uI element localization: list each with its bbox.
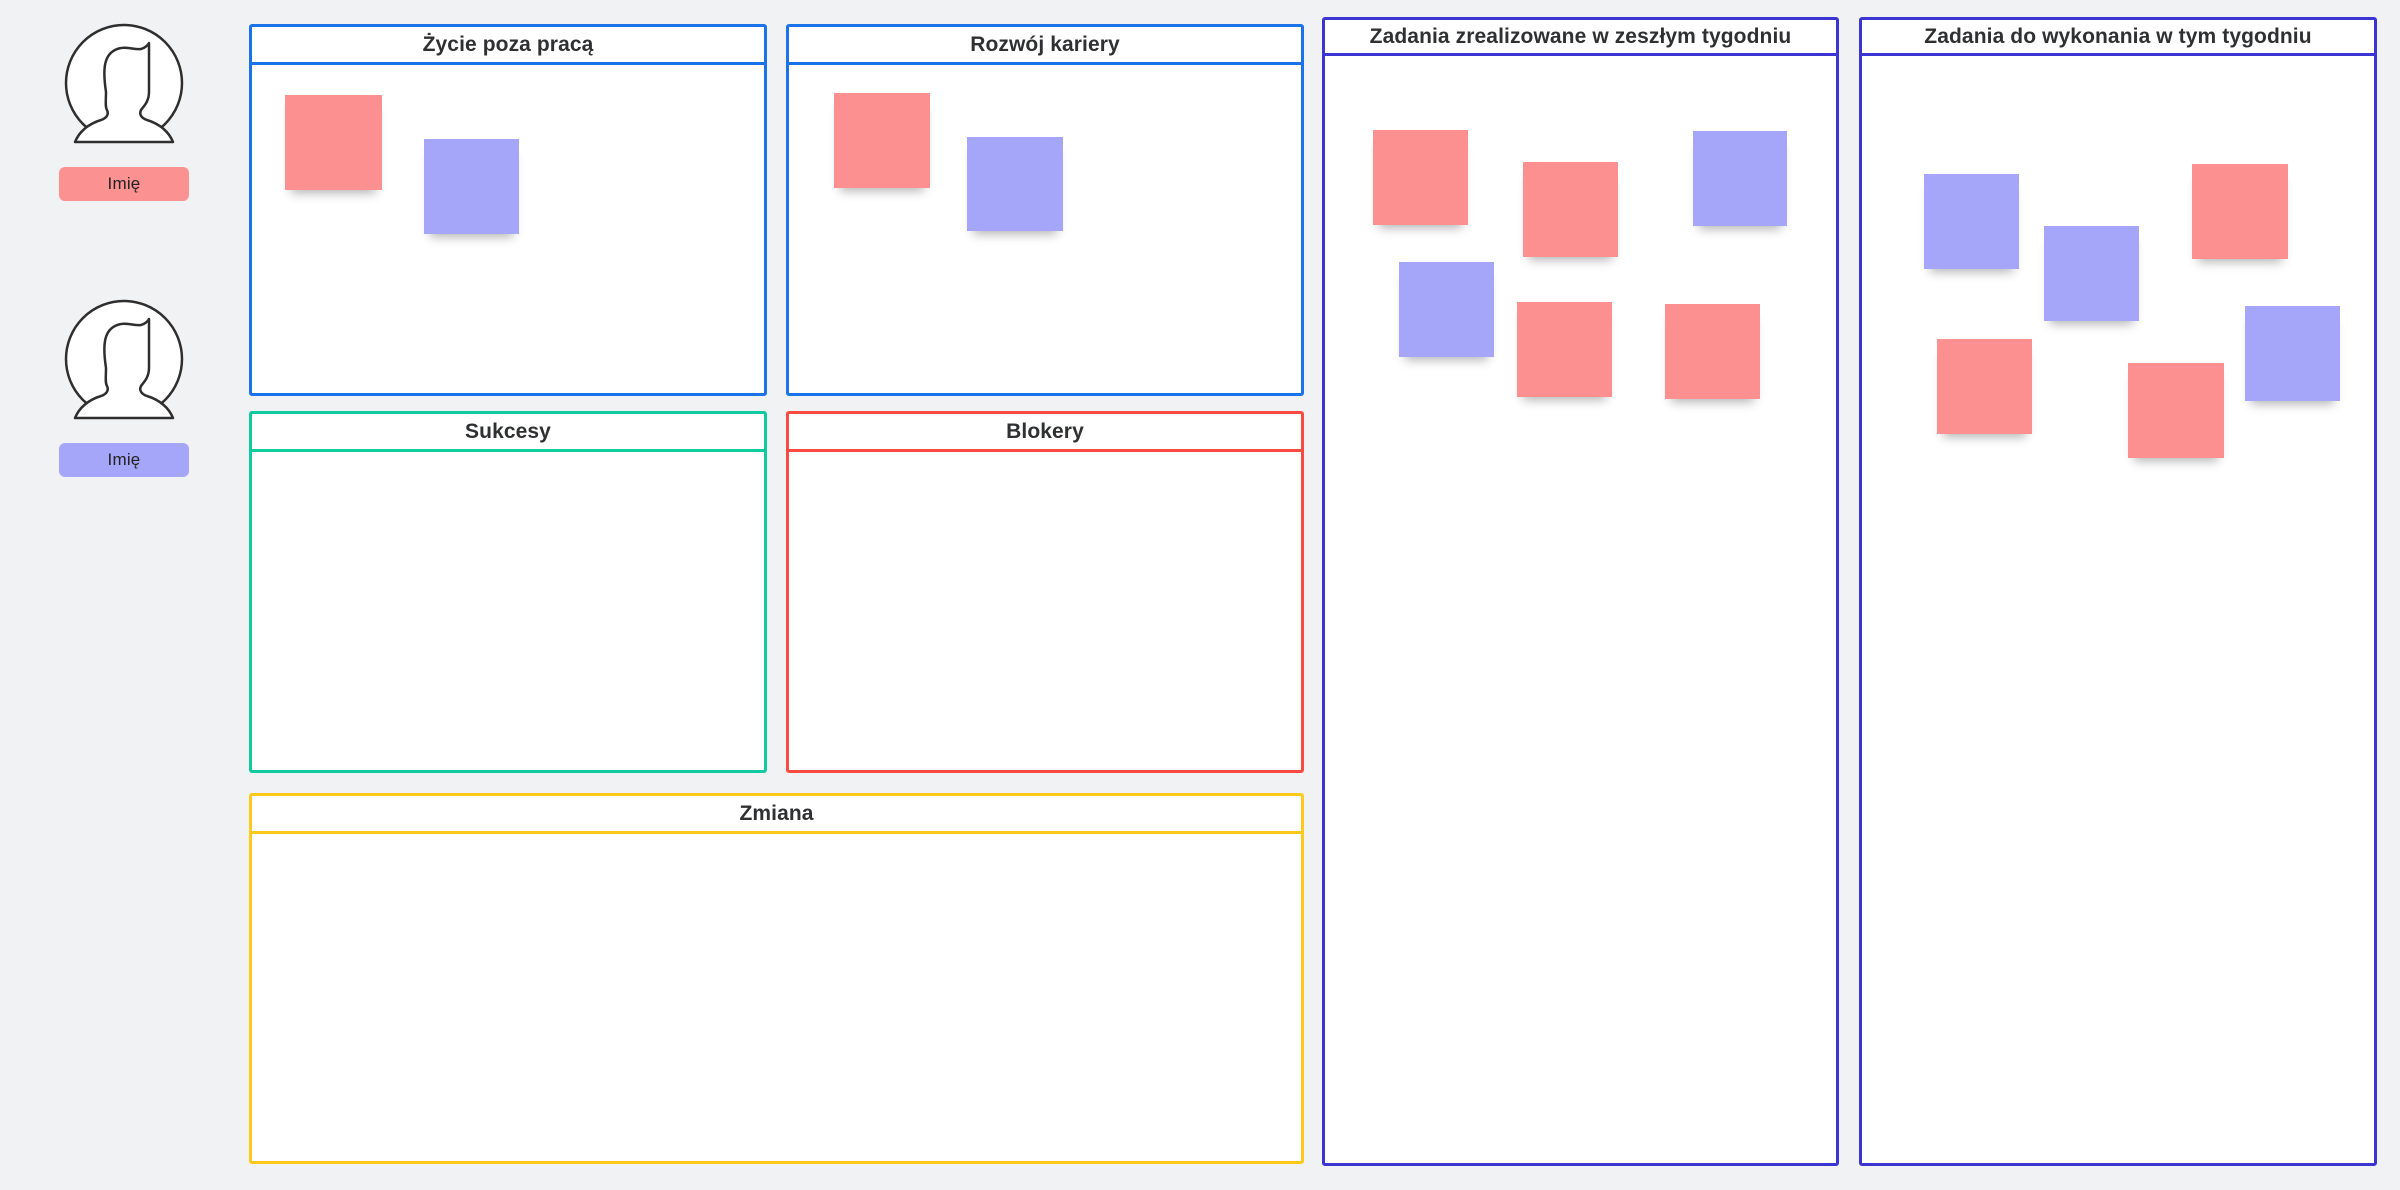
panel-zadania-zrealizowane[interactable]: Zadania zrealizowane w zeszłym tygodniu bbox=[1322, 17, 1839, 1166]
participant-0[interactable]: Imię bbox=[0, 22, 248, 201]
sticky-note[interactable] bbox=[1517, 302, 1612, 397]
sticky-note[interactable] bbox=[1523, 162, 1618, 257]
panel-title: Sukcesy bbox=[465, 419, 551, 443]
panel-title: Rozwój kariery bbox=[970, 32, 1120, 56]
panel-header: Zadania zrealizowane w zeszłym tygodniu bbox=[1325, 20, 1836, 56]
participant-name-label: Imię bbox=[107, 174, 141, 193]
panel-header: Rozwój kariery bbox=[789, 27, 1301, 65]
sticky-note[interactable] bbox=[1399, 262, 1494, 357]
panel-body[interactable] bbox=[789, 452, 1301, 767]
panel-title: Zmiana bbox=[739, 801, 814, 825]
participants-rail: Imię Imię bbox=[0, 0, 248, 1190]
panel-rozwoj-kariery[interactable]: Rozwój kariery bbox=[786, 24, 1304, 396]
participant-name-label: Imię bbox=[107, 450, 141, 469]
participant-name-chip[interactable]: Imię bbox=[59, 443, 189, 477]
sticky-note[interactable] bbox=[285, 95, 382, 190]
panel-title: Życie poza pracą bbox=[422, 32, 594, 56]
sticky-note[interactable] bbox=[1693, 131, 1787, 226]
panel-blokery[interactable]: Blokery bbox=[786, 411, 1304, 773]
panel-header: Życie poza pracą bbox=[252, 27, 764, 65]
sticky-note[interactable] bbox=[2044, 226, 2139, 321]
panel-header: Zadania do wykonania w tym tygodniu bbox=[1862, 20, 2374, 56]
panel-title: Zadania do wykonania w tym tygodniu bbox=[1924, 24, 2312, 48]
sticky-note[interactable] bbox=[2245, 306, 2340, 401]
panel-body[interactable] bbox=[252, 452, 764, 767]
user-avatar-icon bbox=[63, 22, 185, 144]
panel-header: Zmiana bbox=[252, 796, 1301, 834]
participant-1[interactable]: Imię bbox=[0, 298, 248, 477]
panel-header: Blokery bbox=[789, 414, 1301, 452]
panel-title: Blokery bbox=[1006, 419, 1084, 443]
participant-name-chip[interactable]: Imię bbox=[59, 167, 189, 201]
panel-body[interactable] bbox=[789, 65, 1301, 390]
sticky-note[interactable] bbox=[1937, 339, 2032, 434]
panel-zmiana[interactable]: Zmiana bbox=[249, 793, 1304, 1164]
sticky-note[interactable] bbox=[1373, 130, 1468, 225]
sticky-note[interactable] bbox=[2192, 164, 2288, 259]
panel-sukcesy[interactable]: Sukcesy bbox=[249, 411, 767, 773]
user-avatar-icon bbox=[63, 298, 185, 420]
panel-zycie-poza-praca[interactable]: Życie poza pracą bbox=[249, 24, 767, 396]
panel-body[interactable] bbox=[252, 65, 764, 390]
sticky-note[interactable] bbox=[424, 139, 519, 234]
panel-title: Zadania zrealizowane w zeszłym tygodniu bbox=[1369, 24, 1792, 48]
sticky-note[interactable] bbox=[834, 93, 930, 188]
panel-zadania-do-wykonania[interactable]: Zadania do wykonania w tym tygodniu bbox=[1859, 17, 2377, 1166]
panel-header: Sukcesy bbox=[252, 414, 764, 452]
panel-body[interactable] bbox=[1325, 56, 1836, 1160]
sticky-note[interactable] bbox=[967, 137, 1063, 231]
panel-body[interactable] bbox=[252, 834, 1301, 1158]
sticky-note[interactable] bbox=[1924, 174, 2019, 269]
sticky-note[interactable] bbox=[2128, 363, 2224, 458]
panel-body[interactable] bbox=[1862, 56, 2374, 1160]
sticky-note[interactable] bbox=[1665, 304, 1760, 399]
